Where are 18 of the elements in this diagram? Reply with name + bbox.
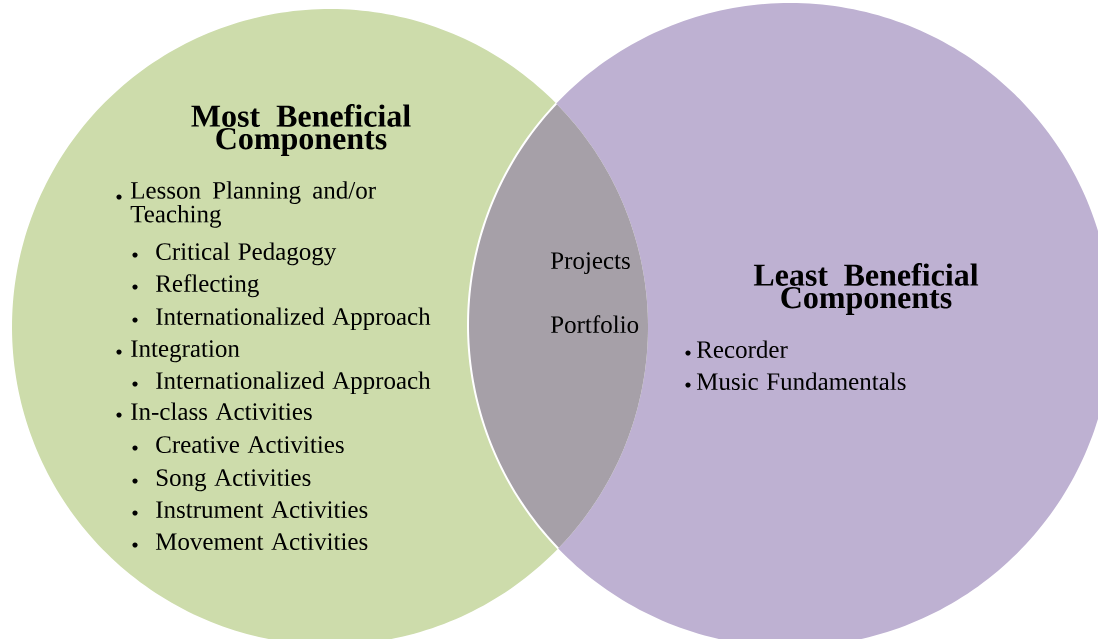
list-item: Instrument Activities [156,501,368,519]
list-item: In-class Activities [131,402,312,421]
overlap-item: Portfolio [550,315,639,334]
heading: Least Beneficial Components [753,263,979,315]
list-item: Internationalized Approach [156,307,431,331]
list-item: Movement Activities [155,533,368,551]
list-item: Creative Activities [156,436,344,454]
list-item: Song Activities [156,469,311,492]
list-item: Integration [131,340,240,363]
list-item: Recorder [696,340,788,359]
overlap-region [467,102,648,550]
heading: Most Beneficial Components [191,104,411,156]
list-item: Critical Pedagogy [156,242,337,266]
list-item: Music Fundamentals [696,372,906,391]
list-item: Reflecting [155,274,259,298]
list-item: Lesson Planning and/or Teaching [130,181,376,228]
list-item: Internationalized Approach [156,371,431,395]
overlap-item: Projects [550,252,630,275]
